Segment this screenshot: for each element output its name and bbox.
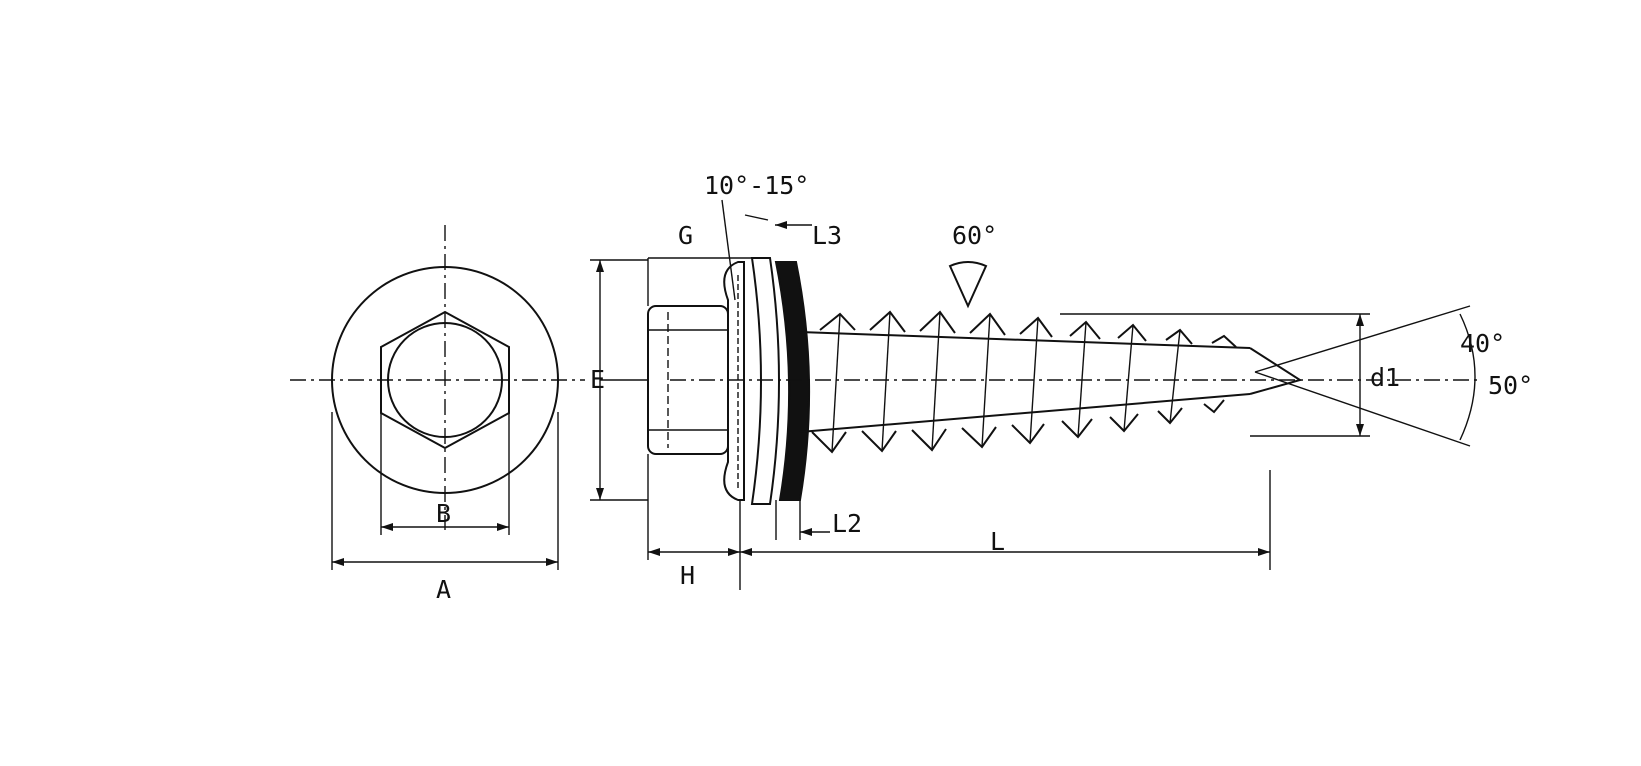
- end-view: B A: [290, 225, 585, 604]
- dim-l-arrow-right: [1258, 548, 1270, 556]
- dim-b-arrow-right: [497, 523, 509, 531]
- label-a: A: [436, 575, 451, 604]
- hex-head: [647, 305, 729, 455]
- label-washer-angle: 10°-15°: [704, 171, 809, 200]
- dim-h-arrow-right: [728, 548, 740, 556]
- label-b: B: [436, 499, 451, 528]
- dim-e-arrow-bottom: [596, 488, 604, 500]
- dim-h-arrow-left: [648, 548, 660, 556]
- dim-a-arrow-right: [546, 558, 558, 566]
- shank-bottom: [799, 393, 1251, 433]
- dim-d1-arrow-bottom: [1356, 424, 1364, 436]
- epdm-seal: [774, 261, 811, 501]
- label-h: H: [680, 561, 695, 590]
- dim-b-arrow-left: [381, 523, 393, 531]
- label-d1: d1: [1370, 363, 1400, 392]
- tip-angle-line-upper: [1254, 305, 1471, 373]
- dim-l3-arrow: [775, 221, 787, 229]
- side-view: E G 10°-15° L3 60° d1 40° 50°: [590, 171, 1533, 590]
- thread-upper: [819, 310, 1237, 348]
- dim-l-arrow-left: [740, 548, 752, 556]
- washer-angle-tick: [744, 214, 769, 221]
- label-l3: L3: [812, 221, 842, 250]
- dim-l2-arrow: [800, 528, 812, 536]
- washer-angle-leader: [721, 199, 736, 301]
- flange: [723, 261, 745, 501]
- label-thread-angle: 60°: [952, 221, 997, 250]
- thread-angle-marker: [948, 261, 988, 309]
- label-e: E: [590, 365, 605, 394]
- hex-outline: [380, 310, 510, 450]
- label-g: G: [678, 221, 693, 250]
- shank-top: [799, 331, 1251, 349]
- tip-angle-arc: [1459, 313, 1476, 441]
- dim-a-arrow-left: [332, 558, 344, 566]
- label-tip-angle-upper: 40°: [1460, 329, 1505, 358]
- thread-flanks: [831, 311, 1181, 453]
- metal-washer: [750, 257, 780, 505]
- label-l2: L2: [832, 509, 862, 538]
- dim-e-arrow-top: [596, 260, 604, 272]
- dim-d1-arrow-top: [1356, 314, 1364, 326]
- label-tip-angle-lower: 50°: [1488, 371, 1533, 400]
- tip-angle-line-lower: [1254, 371, 1471, 447]
- label-l: L: [990, 527, 1005, 556]
